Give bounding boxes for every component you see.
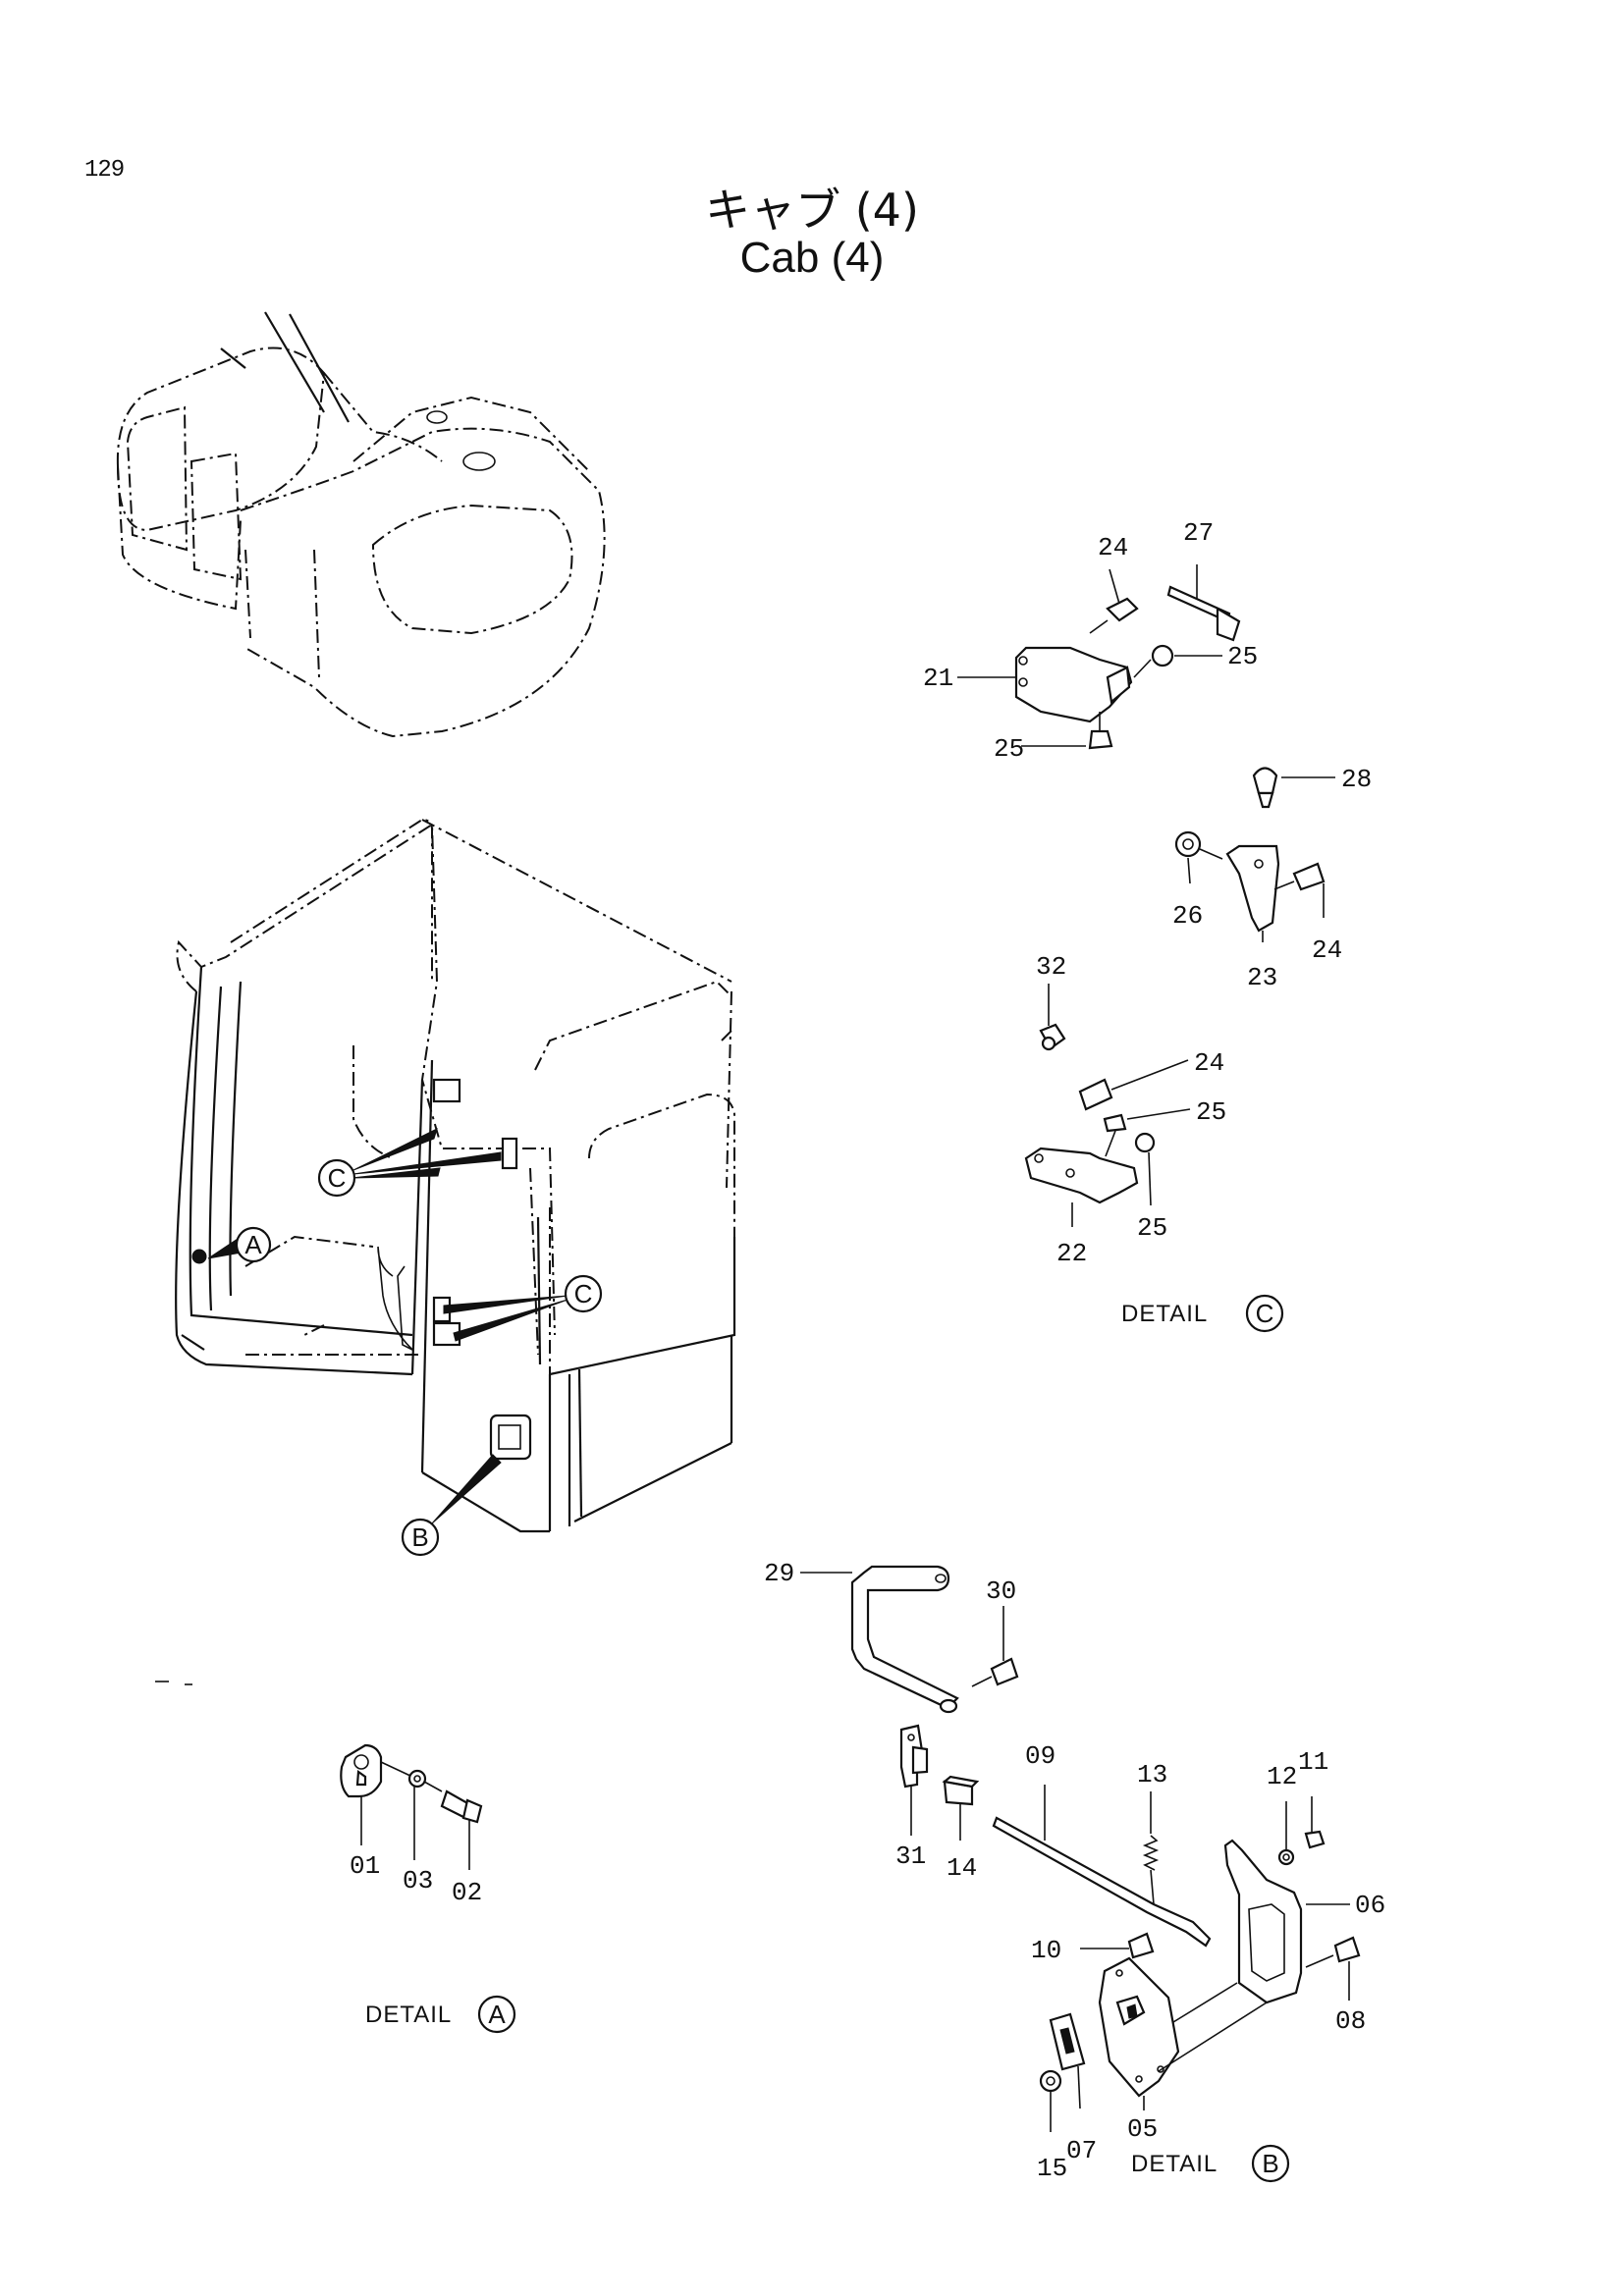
- callout-b[interactable]: B: [401, 1454, 502, 1557]
- callout-c-lower-letter: C: [574, 1279, 593, 1308]
- detail-a-illustration: [340, 1743, 483, 1870]
- part-label-09: 09: [1025, 1741, 1056, 1771]
- callout-b-letter: B: [411, 1522, 428, 1552]
- detail-b-letter: B: [1262, 2149, 1278, 2178]
- part-label-08: 08: [1335, 2006, 1366, 2036]
- callout-c-upper-letter: C: [328, 1163, 347, 1193]
- detail-b-label: DETAIL: [1131, 2151, 1218, 2177]
- detail-b-caption: DETAIL B: [1131, 2144, 1290, 2183]
- page-title-japanese: キャブ (4): [705, 184, 919, 237]
- part-label-03: 03: [403, 1866, 433, 1896]
- part-label-23: 23: [1247, 963, 1277, 992]
- detail-c-letter: C: [1256, 1299, 1274, 1328]
- callout-a-letter: A: [244, 1230, 262, 1259]
- part-label-10: 10: [1031, 1936, 1061, 1965]
- page-number: 129: [84, 157, 125, 184]
- part-label-15: 15: [1037, 2154, 1067, 2183]
- detail-a-letter: A: [488, 2000, 506, 2029]
- part-label-24-middle: 24: [1194, 1048, 1224, 1078]
- part-label-22: 22: [1056, 1239, 1087, 1268]
- part-label-02: 02: [452, 1878, 482, 1907]
- part-label-31: 31: [895, 1842, 926, 1871]
- detail-c-illustration: [957, 564, 1335, 1227]
- part-label-26: 26: [1172, 901, 1203, 931]
- part-label-21: 21: [923, 664, 953, 693]
- part-label-25-lower: 25: [1137, 1213, 1167, 1243]
- callout-a[interactable]: A: [207, 1226, 272, 1263]
- part-label-25-right: 25: [1227, 642, 1258, 671]
- part-label-30: 30: [986, 1576, 1016, 1606]
- detail-c-label: DETAIL: [1121, 1301, 1208, 1327]
- part-label-05: 05: [1127, 2114, 1158, 2144]
- part-label-28: 28: [1341, 765, 1372, 794]
- detail-c-caption: DETAIL C: [1121, 1294, 1284, 1333]
- part-label-32: 32: [1036, 952, 1066, 982]
- part-label-27: 27: [1183, 518, 1214, 548]
- callout-c-upper[interactable]: C: [317, 1128, 502, 1198]
- part-label-25-middle: 25: [1196, 1097, 1226, 1127]
- part-label-24-side: 24: [1312, 935, 1342, 965]
- page-title-english: Cab (4): [739, 234, 885, 282]
- part-label-13: 13: [1137, 1760, 1167, 1789]
- detail-a-caption: DETAIL A: [365, 1995, 516, 2034]
- callout-c-lower[interactable]: C: [443, 1274, 603, 1342]
- part-label-06: 06: [1355, 1891, 1385, 1920]
- machine-overview-illustration: [116, 311, 606, 738]
- part-label-14: 14: [947, 1853, 977, 1883]
- part-label-11: 11: [1298, 1747, 1328, 1777]
- part-label-29: 29: [764, 1559, 794, 1588]
- part-label-01: 01: [350, 1851, 380, 1881]
- part-label-24-top: 24: [1098, 533, 1128, 562]
- detail-b-illustration: [800, 1565, 1361, 2132]
- cab-assembly-illustration: [175, 818, 736, 1533]
- part-label-07: 07: [1066, 2136, 1097, 2165]
- part-label-25-bottom: 25: [994, 734, 1024, 764]
- part-label-12: 12: [1267, 1762, 1297, 1791]
- detail-a-label: DETAIL: [365, 2002, 452, 2028]
